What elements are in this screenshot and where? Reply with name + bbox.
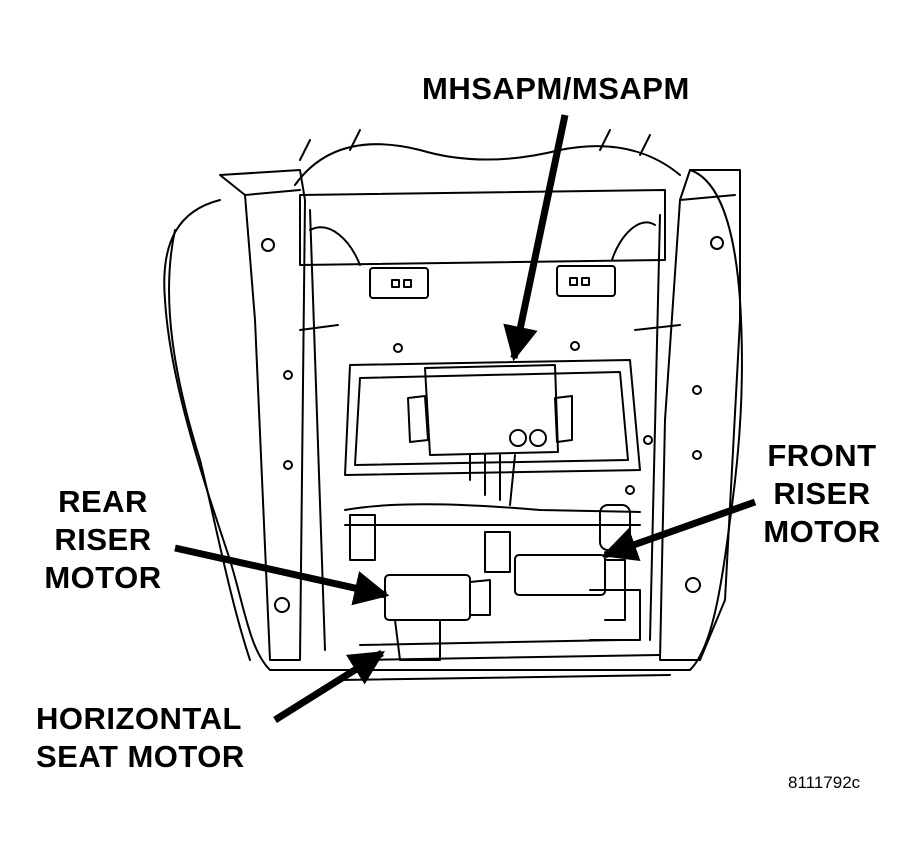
arrow-horizontal (273, 650, 385, 723)
arrow-front-riser (601, 498, 757, 562)
arrow-module (503, 114, 569, 362)
label-module: MHSAPM/MSAPM (422, 71, 690, 106)
label-front-riser-motor: FRONT RISER MOTOR (763, 438, 881, 549)
seat-frame-illustration (163, 129, 743, 681)
label-rear-riser-motor: REAR RISER MOTOR (44, 484, 162, 595)
arrow-rear-riser (174, 544, 390, 606)
callout-arrows (174, 114, 757, 723)
figure-id: 8111792c (788, 773, 861, 792)
label-horizontal-seat-motor: HORIZONTAL SEAT MOTOR (36, 701, 245, 774)
